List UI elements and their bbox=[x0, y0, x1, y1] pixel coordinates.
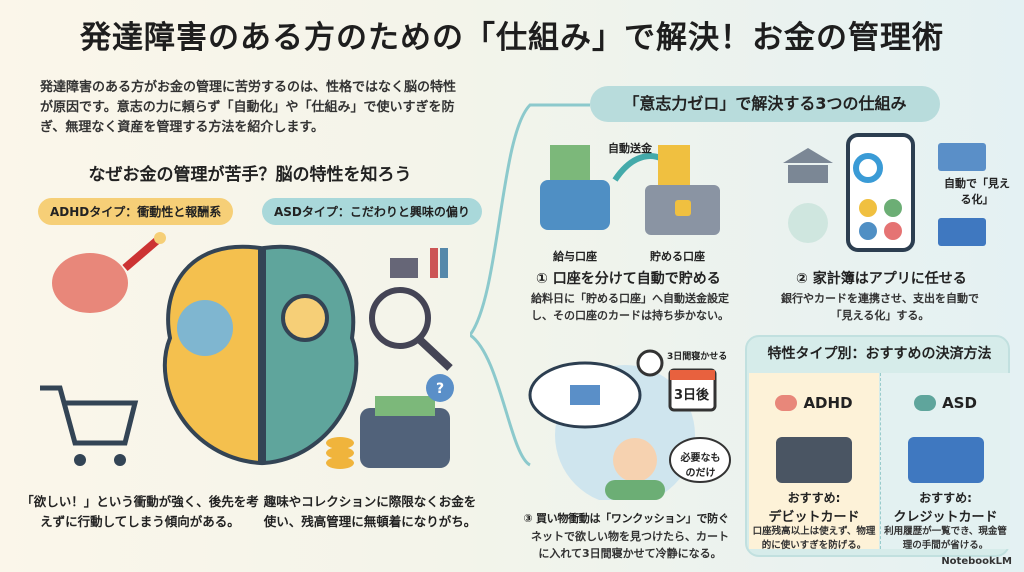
solutions-heading: 「意志力ゼロ」で解決する3つの仕組み bbox=[590, 86, 940, 122]
auto-visualize-label: 自動で「見える化」 bbox=[944, 177, 1010, 206]
speech-bubble bbox=[669, 437, 731, 483]
smartphone-icon bbox=[846, 133, 915, 252]
asd-rec-label: おすすめ: bbox=[919, 491, 972, 505]
cart-icon bbox=[570, 385, 600, 405]
asd-column: ASD おすすめ: クレジットカード 利用履歴が一覧でき、現金管理の手間が省ける… bbox=[880, 373, 1010, 551]
step3-desc: ネットで欲しい物を見つけたら、カートに入れて3日間寝かせて冷静になる。 bbox=[531, 530, 729, 560]
brain-illustration: ? bbox=[40, 232, 454, 469]
question-bubble bbox=[426, 374, 454, 402]
adhd-column: ADHD おすすめ: デビットカード 口座残高以上は使えず、物理的に使いすぎを防… bbox=[749, 373, 879, 551]
asd-rec-card: クレジットカード bbox=[893, 510, 998, 525]
step2-title: ② 家計簿はアプリに任せる bbox=[796, 271, 967, 287]
calendar-text: 3日後 bbox=[674, 388, 710, 403]
timer-label: 3日間寝かせる bbox=[667, 352, 728, 362]
wallet-coins-icon bbox=[326, 396, 450, 469]
notebooklm-brand: NotebookLM bbox=[941, 556, 1012, 567]
page-title: 発達障害のある方のための「仕組み」で解決！お金の管理術 bbox=[80, 20, 944, 56]
adhd-rec-label: おすすめ: bbox=[787, 491, 841, 505]
adhd-caption: 「欲しい！」という衝動が強く、後先を考えずに行動してしまう傾向がある。 bbox=[21, 494, 259, 529]
wallet-icon bbox=[540, 180, 610, 230]
bubble-text: 必要なものだけ bbox=[680, 453, 721, 479]
savings-account-label: 貯める口座 bbox=[650, 250, 705, 263]
brain-icon bbox=[775, 395, 798, 411]
magnifier-icon bbox=[281, 294, 329, 342]
head-icon bbox=[177, 300, 233, 356]
credit-card-icon bbox=[938, 218, 986, 246]
connector-arrows bbox=[470, 103, 590, 467]
account-transfer-illustration bbox=[540, 145, 720, 235]
section-heading-brain: なぜお金の管理が苦手？脳の特性を知ろう bbox=[88, 165, 412, 185]
panel-title: 特性タイプ別：おすすめの決済方法 bbox=[767, 346, 992, 362]
stopwatch-icon bbox=[636, 349, 664, 377]
shopping-cart-icon bbox=[40, 385, 139, 466]
credit-card-icon bbox=[938, 143, 986, 171]
asd-type-pill: ASDタイプ：こだわりと興味の偏り bbox=[262, 198, 482, 225]
payment-method-panel: 特性タイプ別：おすすめの決済方法 ADHD おすすめ: デビットカード 口座残高… bbox=[745, 335, 1010, 557]
credit-card-icon bbox=[907, 437, 984, 483]
asd-rec-desc: 利用履歴が一覧でき、現金管理の手間が省ける。 bbox=[884, 526, 1007, 551]
receipt-icon bbox=[788, 203, 828, 243]
step1-desc: 給料日に「貯める口座」へ自動送金設定し、その口座のカードは持ち歩かない。 bbox=[531, 292, 729, 322]
question-mark: ? bbox=[436, 381, 444, 397]
step3-title: ③ 買い物衝動は「ワンクッション」で防ぐ bbox=[523, 512, 729, 525]
shopping-cooldown-illustration bbox=[528, 349, 731, 500]
asd-caption: 趣味やコレクションに際限なくお金を使い、残高管理に無頓着になりがち。 bbox=[263, 494, 477, 529]
budget-app-illustration bbox=[783, 133, 986, 252]
adhd-label: ADHD bbox=[803, 394, 853, 412]
collection-icons bbox=[369, 248, 453, 371]
person-icon bbox=[613, 438, 657, 482]
brain-right-half bbox=[262, 244, 359, 466]
salary-account-label: 給与口座 bbox=[553, 250, 597, 263]
small-brain-icon bbox=[52, 232, 166, 313]
adhd-rec-desc: 口座残高以上は使えず、物理的に使いすぎを防げる。 bbox=[752, 526, 876, 551]
bank-icon bbox=[783, 148, 833, 183]
adhd-type-pill: ADHDタイプ：衝動性と報酬系 bbox=[38, 198, 234, 225]
step1-title: ① 口座を分けて自動で貯める bbox=[536, 271, 721, 287]
asd-label: ASD bbox=[942, 394, 977, 412]
auto-transfer-label: 自動送金 bbox=[608, 142, 652, 155]
intro-text: 発達障害のある方がお金の管理に苦労するのは、性格ではなく脳の特性が原因です。意志… bbox=[40, 80, 457, 135]
debit-card-icon bbox=[776, 437, 852, 483]
step2-desc: 銀行やカードを連携させ、支出を自動で「見える化」する。 bbox=[781, 292, 979, 322]
adhd-rec-card: デビットカード bbox=[768, 510, 860, 525]
brain-icon bbox=[914, 395, 937, 411]
lock-icon bbox=[675, 200, 691, 216]
